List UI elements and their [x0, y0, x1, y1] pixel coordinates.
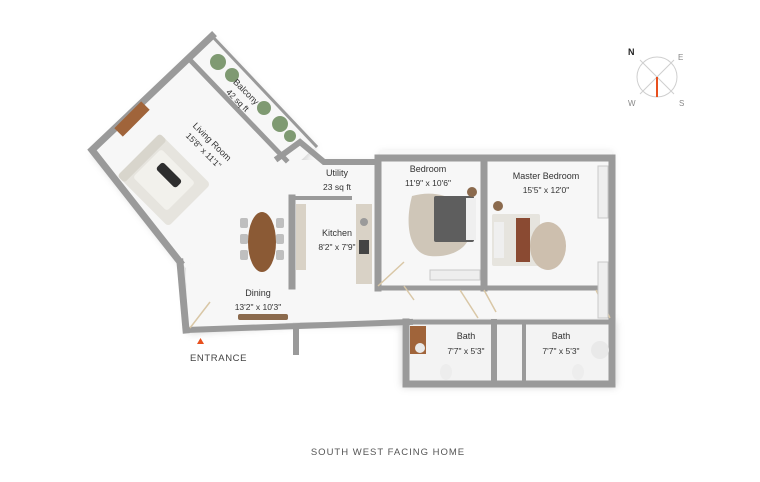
- wall-bath-outer: [402, 318, 616, 388]
- bedroom-name: Bedroom: [410, 164, 447, 174]
- dining-size: 13'2" x 10'3": [235, 302, 282, 312]
- compass: N E S W: [628, 47, 684, 108]
- kitchen-hob: [359, 240, 369, 254]
- dining-console: [238, 314, 288, 320]
- kitchen-sink: [360, 218, 368, 226]
- compass-south: S: [679, 99, 684, 108]
- master-wardrobe-bottom: [597, 261, 609, 319]
- bath1-basin: [415, 343, 425, 353]
- bedroom-size: 11'9" x 10'6": [405, 178, 451, 188]
- master-size: 15'5" x 12'0": [523, 185, 570, 195]
- living-wood-panel: [114, 101, 150, 137]
- kitchen-name: Kitchen: [322, 228, 352, 238]
- utility-size: 23 sq ft: [323, 182, 352, 192]
- entrance: ENTRANCE: [190, 338, 247, 364]
- wall-balcony-rail: [209, 33, 319, 149]
- bath1-size: 7'7" x 5'3": [447, 346, 484, 356]
- plan-caption: SOUTH WEST FACING HOME: [311, 447, 465, 458]
- compass-east: E: [678, 53, 683, 62]
- compass-west: W: [628, 99, 636, 108]
- bath-block-floor: [402, 318, 616, 384]
- entrance-label: ENTRANCE: [190, 353, 247, 364]
- walls: [87, 31, 616, 388]
- kitchen-size: 8'2" x 7'9": [318, 242, 355, 252]
- dining-table: [240, 212, 284, 272]
- kitchen-counter-left: [296, 204, 306, 270]
- master-name: Master Bedroom: [513, 171, 580, 181]
- entrance-marker-icon: [197, 338, 204, 344]
- wall-balcony-inner: [186, 56, 290, 164]
- dining-name: Dining: [245, 288, 271, 298]
- utility-name: Utility: [326, 168, 348, 178]
- living-wing-floor: [92, 36, 316, 268]
- bath2-toilet: [572, 364, 584, 380]
- bedroom-wardrobe: [429, 269, 481, 281]
- bath1-toilet: [440, 364, 452, 380]
- wall-dining-bottom: [182, 318, 414, 334]
- master-bed: [492, 201, 566, 270]
- wall-utility-top: [273, 138, 381, 165]
- balcony-plants: [210, 54, 296, 142]
- wall-living-outer: [87, 31, 217, 267]
- bath2-basin: [591, 341, 609, 359]
- bath1-name: Bath: [457, 331, 476, 341]
- furniture: [114, 54, 609, 380]
- living-sofa-set: [118, 134, 210, 226]
- bedroom-bed: [408, 187, 477, 257]
- bath2-size: 7'7" x 5'3": [542, 346, 579, 356]
- wall-left-lower: [176, 258, 190, 334]
- master-wardrobe-top: [597, 165, 609, 219]
- bath2-name: Bath: [552, 331, 571, 341]
- compass-north: N: [628, 47, 635, 57]
